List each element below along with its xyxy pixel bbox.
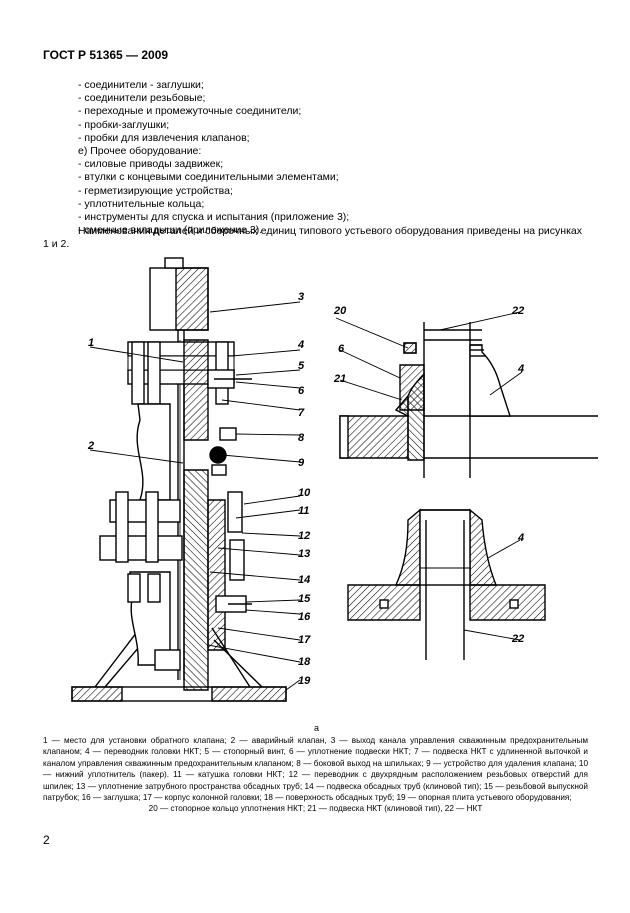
list-item: - сменные вкладыши (приложение 3). [78,224,263,237]
callout-10: 10 [298,487,311,499]
callout-14: 14 [298,574,310,586]
list-item: - переходные и промежуточные соединители… [78,105,302,118]
wellhead-drawing: 1 2 3 4 5 6 7 8 9 10 11 12 13 14 15 16 1… [71,257,598,702]
callout-4: 4 [297,339,304,351]
figure-caption: а [314,723,320,733]
document-header: ГОСТ Р 51365 — 2009 [43,48,169,62]
callout-17: 17 [298,634,311,646]
callout-4-top: 4 [517,363,524,375]
list-item: - пробки-заглушки; [78,118,170,131]
detail-bottom [347,508,546,660]
list-item: - соединители резьбовые; [78,92,206,105]
callout-1: 1 [88,337,94,349]
callout-16: 16 [298,611,311,623]
list-item: - втулки с концевыми соединительными эле… [78,171,339,184]
callout-7: 7 [298,407,305,419]
callout-22-bottom: 22 [511,633,524,645]
page-number: 2 [43,833,50,847]
leader-lines [89,301,301,691]
callout-20: 20 [333,305,347,317]
callout-5: 5 [298,360,305,372]
list-item: е) Прочее оборудование: [78,145,202,158]
detail-top [339,322,598,478]
list-item: - уплотнительные кольца; [78,197,205,210]
callout-4-bottom: 4 [517,532,524,544]
callout-21: 21 [333,373,346,385]
callout-3: 3 [298,291,304,303]
callout-9: 9 [298,457,305,469]
callout-11: 11 [298,505,309,517]
legend-text: 1 — место для установки обратного клапан… [43,736,588,803]
callout-6: 6 [298,385,305,397]
callout-19: 19 [298,675,311,687]
equipment-list: - соединители - заглушки; - соединители … [78,79,349,237]
list-item: - силовые приводы задвижек; [78,158,224,171]
list-item: - герметизирующие устройства; [78,184,233,197]
intro-paragraph: Наименования деталей и сборочных единиц … [43,225,582,251]
callout-18: 18 [298,656,311,668]
callout-22-top: 22 [511,305,524,317]
main-assembly [71,257,287,702]
list-item: - инструменты для спуска и испытания (пр… [78,211,350,224]
callout-12: 12 [298,530,310,542]
callout-15: 15 [298,593,311,605]
callout-13: 13 [298,548,310,560]
callout-8: 8 [298,432,305,444]
list-item: - пробки для извлечения клапанов; [78,131,250,144]
legend-text-last: 20 — стопорное кольцо уплотнения НКТ; 21… [148,804,483,814]
callout-2: 2 [87,440,94,452]
figure-legend: 1 — место для установки обратного клапан… [43,735,588,815]
callout-6-detail: 6 [338,343,345,355]
list-item: - соединители - заглушки; [78,79,204,91]
